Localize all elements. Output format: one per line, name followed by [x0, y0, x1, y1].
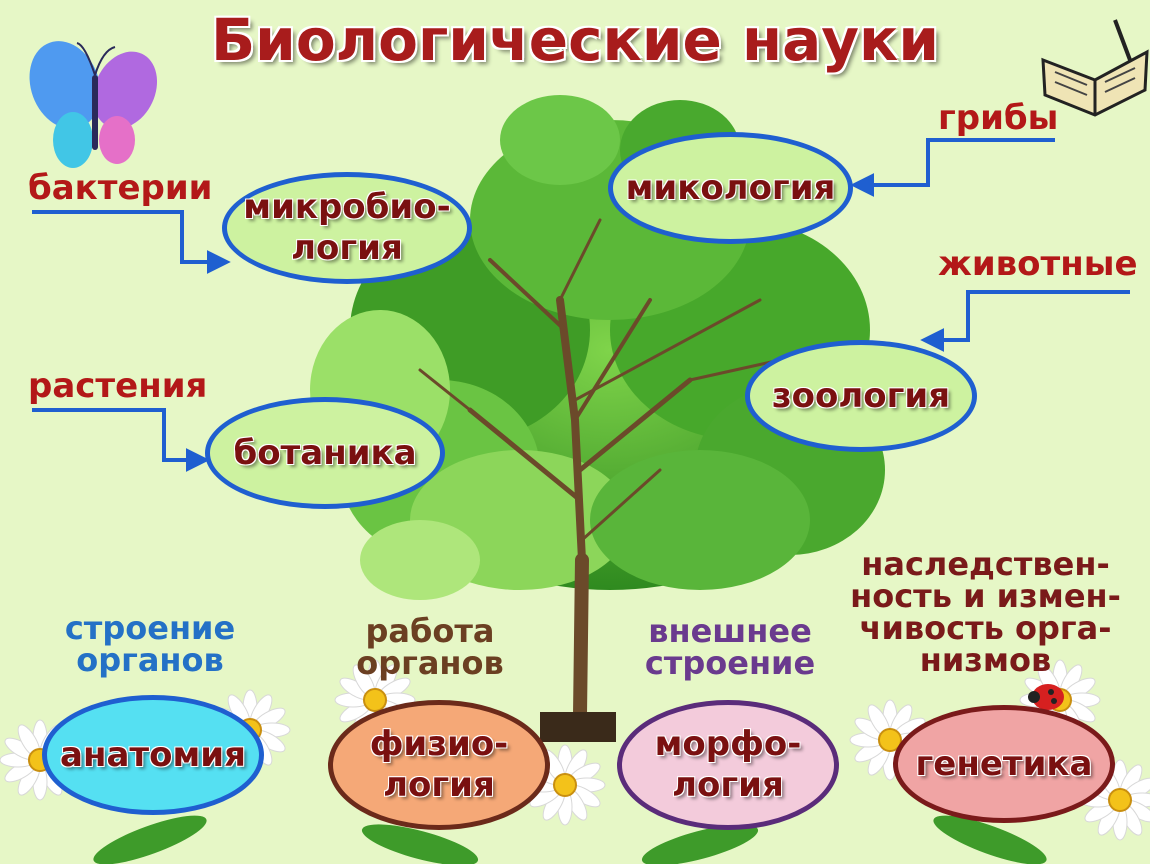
morphology-line-1: морфо- [654, 724, 802, 765]
connector-arrows [32, 138, 1130, 472]
oval-zoology: зоология [745, 340, 977, 452]
subject-physiology-line-2: органов [356, 644, 504, 682]
physiology-line-2: логия [383, 765, 495, 805]
arrow-icon [920, 290, 1130, 352]
botany-label: ботаника [233, 432, 417, 473]
daisy-leaves [93, 815, 1047, 864]
label-animals: животные [938, 244, 1138, 284]
mycology-label: микология [625, 167, 836, 208]
subject-morphology-line-2: строение [644, 644, 816, 682]
arrow-icon [32, 210, 231, 274]
anatomy-label: анатомия [60, 734, 246, 775]
page-title: Биологические науки [210, 6, 940, 74]
subject-anatomy-line-1: строение [64, 609, 236, 647]
label-bacteria: бактерии [28, 168, 213, 208]
oval-anatomy: анатомия [42, 695, 264, 815]
subject-genetics-line-3: чивость орга- [859, 609, 1112, 647]
oval-microbiology: микробио- логия [222, 172, 472, 284]
label-fungi: грибы [938, 98, 1059, 138]
subject-genetics: наследствен- ность и измен- чивость орга… [828, 548, 1143, 676]
tree-canopy [310, 95, 885, 600]
oval-botany: ботаника [205, 397, 445, 509]
subject-genetics-line-2: ность и измен- [850, 577, 1121, 615]
oval-morphology: морфо- логия [617, 700, 839, 830]
oval-physiology: физио- логия [328, 700, 550, 830]
zoology-label: зоология [771, 375, 951, 416]
daisy-cluster [0, 659, 1150, 864]
tree-pot [540, 712, 616, 742]
subject-genetics-line-1: наследствен- [861, 545, 1110, 583]
arrow-icon [850, 138, 1055, 197]
microbiology-line-2: логия [291, 228, 403, 268]
oval-genetics: генетика [893, 705, 1115, 823]
microbiology-line-1: микробио- [243, 187, 451, 228]
subject-anatomy-line-2: органов [76, 641, 224, 679]
subject-physiology: работа органов [330, 615, 530, 679]
subject-genetics-line-4: низмов [919, 641, 1052, 679]
tree-illustration [310, 95, 885, 742]
tree-trunk [418, 218, 782, 722]
subject-morphology: внешнее строение [620, 615, 840, 679]
subject-morphology-line-1: внешнее [648, 612, 812, 650]
oval-mycology: микология [608, 132, 853, 244]
butterfly-icon [29, 41, 158, 168]
notebook-icon [1041, 19, 1149, 117]
ladybug-icon [1028, 684, 1064, 710]
arrow-icon [32, 408, 210, 472]
physiology-line-1: физио- [369, 724, 509, 765]
label-plants: растения [28, 366, 208, 406]
genetics-label: генетика [915, 743, 1093, 784]
subject-anatomy: строение органов [30, 612, 270, 676]
morphology-line-2: логия [672, 765, 784, 805]
subject-physiology-line-1: работа [365, 612, 495, 650]
